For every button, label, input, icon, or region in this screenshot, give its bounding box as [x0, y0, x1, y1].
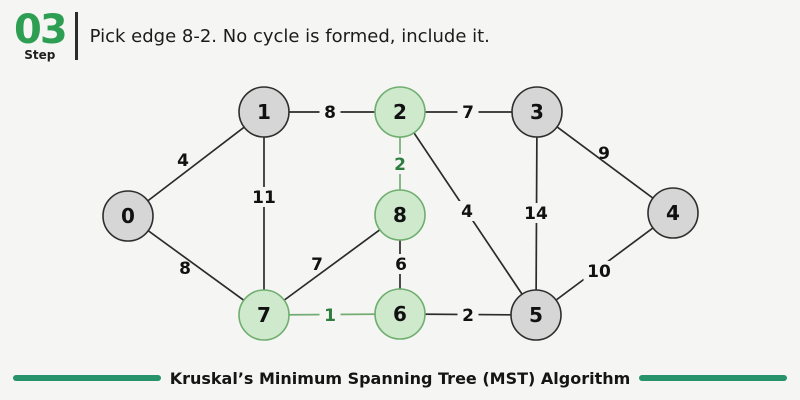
edge-weight-bg-3-5	[520, 203, 552, 223]
node-label-5: 5	[529, 303, 543, 327]
node-2	[374, 86, 426, 138]
edge-weight-3-4: 9	[598, 144, 610, 164]
footer-line-right	[639, 375, 788, 381]
node-label-2: 2	[393, 100, 407, 124]
edge-weight-bg-1-2	[319, 102, 341, 122]
node-label-4: 4	[666, 201, 680, 225]
edge-weight-bg-7-6	[319, 305, 341, 325]
edge-0-1	[127, 111, 265, 217]
node-label-7: 7	[257, 303, 271, 327]
edge-weight-bg-2-8	[389, 154, 411, 174]
node-4	[647, 187, 699, 239]
edge-weight-0-7: 8	[179, 259, 191, 279]
footer-title: Kruskal’s Minimum Spanning Tree (MST) Al…	[169, 368, 631, 388]
node-label-8: 8	[393, 203, 407, 227]
edge-weight-bg-2-5	[456, 201, 478, 221]
edge-weight-3-5: 14	[524, 204, 548, 224]
edge-weight-2-5: 4	[461, 202, 473, 222]
node-3	[511, 86, 563, 138]
step-block: 03 Step	[14, 7, 68, 62]
node-label-3: 3	[530, 100, 544, 124]
edge-7-8	[263, 214, 401, 316]
node-1	[238, 86, 290, 138]
edge-weight-0-1: 4	[177, 151, 189, 171]
node-6	[374, 288, 426, 340]
edge-weight-bg-8-6	[390, 254, 412, 274]
header-divider	[74, 12, 78, 60]
edge-weight-1-2: 8	[324, 103, 336, 123]
node-label-0: 0	[121, 204, 135, 228]
edge-weight-bg-1-7	[248, 187, 280, 207]
footer: Kruskal’s Minimum Spanning Tree (MST) Al…	[0, 365, 800, 391]
node-5	[510, 289, 562, 341]
edge-3-4	[536, 111, 674, 214]
edge-weight-7-6: 1	[324, 306, 336, 326]
edge-weight-bg-6-5	[457, 305, 479, 325]
node-8	[374, 189, 426, 241]
node-label-6: 6	[393, 302, 407, 326]
edge-0-7	[127, 215, 265, 316]
node-label-1: 1	[257, 100, 271, 124]
edge-weight-bg-2-3	[457, 102, 479, 122]
step-label: Step	[24, 48, 56, 62]
footer-line-left	[12, 375, 161, 381]
step-number: 03	[14, 7, 68, 53]
step-description: Pick edge 8-2. No cycle is formed, inclu…	[89, 25, 490, 47]
node-7	[238, 289, 290, 341]
edge-weight-8-6: 6	[395, 255, 407, 275]
edge-weight-1-7: 11	[252, 188, 276, 208]
node-0	[102, 190, 154, 242]
step-header: 03 Step Pick edge 8-2. No cycle is forme…	[14, 10, 490, 62]
edge-weight-bg-5-4	[583, 261, 615, 281]
edge-weight-2-3: 7	[462, 103, 474, 123]
edge-weight-5-4: 10	[587, 262, 611, 282]
edge-weight-7-8: 7	[311, 255, 323, 275]
edge-weight-2-8: 2	[394, 155, 406, 175]
edge-weight-6-5: 2	[462, 306, 474, 326]
